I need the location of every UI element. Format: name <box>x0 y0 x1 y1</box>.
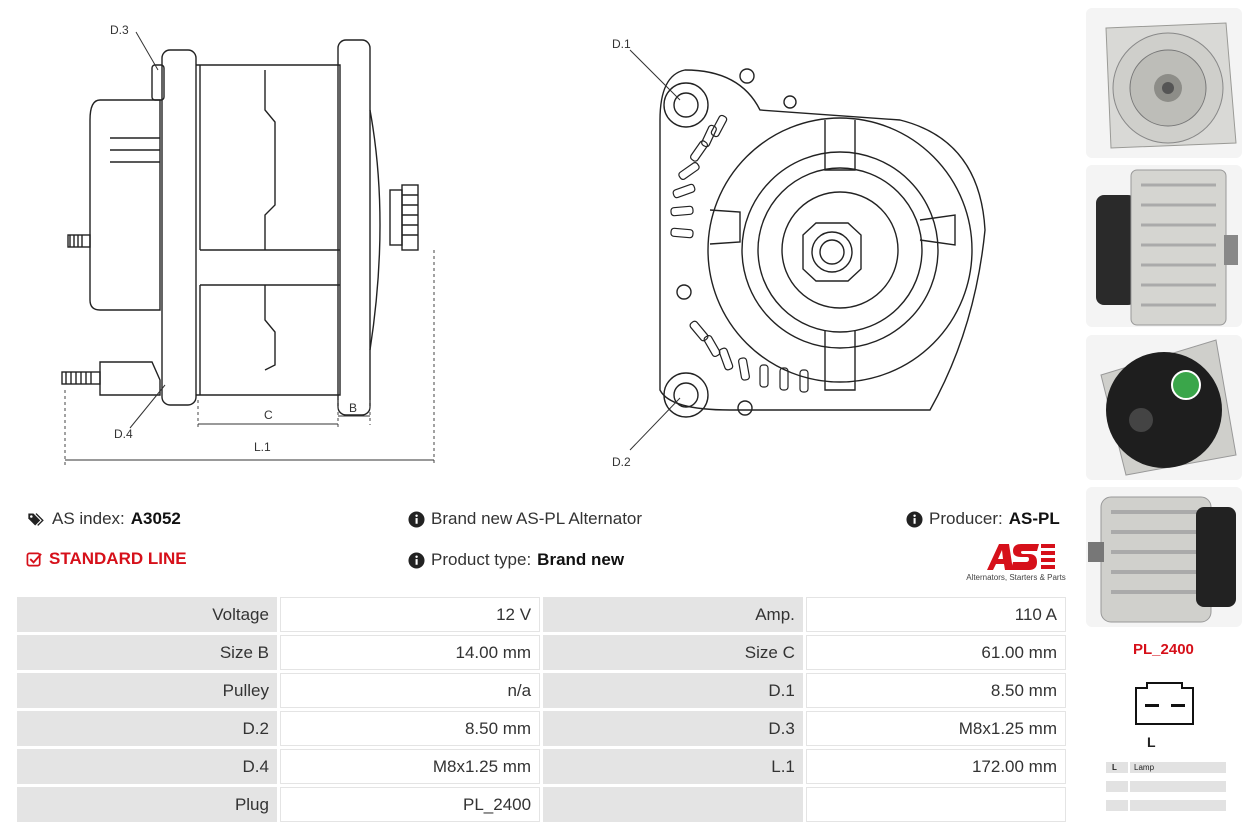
spec-value: 110 A <box>805 597 1066 632</box>
spec-value: 8.50 mm <box>279 711 541 746</box>
pin-row: L Lamp <box>1106 762 1226 773</box>
as-pl-logo <box>963 540 1069 585</box>
spec-label: D.4 <box>17 749 277 784</box>
spec-value: n/a <box>279 673 541 708</box>
standard-line-label: STANDARD LINE <box>49 549 187 568</box>
front-view-drawing: D.1 D.2 <box>600 30 1020 480</box>
as-index-label: AS index: <box>52 509 125 528</box>
spec-value <box>805 787 1066 822</box>
as-index-value: A3052 <box>130 509 181 528</box>
product-type-label: Product type: <box>431 550 532 569</box>
label-d2: D.2 <box>612 455 631 469</box>
spec-value: 61.00 mm <box>805 635 1066 670</box>
pin-table: L Lamp <box>1106 762 1226 819</box>
spec-label: D.3 <box>543 711 803 746</box>
pin-row <box>1106 800 1226 811</box>
info-circle-icon <box>408 551 425 569</box>
spec-value: 12 V <box>279 597 541 632</box>
producer-value: AS-PL <box>1008 509 1060 528</box>
spec-label: Size B <box>17 635 277 670</box>
producer-row: Producer: AS-PL <box>906 509 1060 529</box>
plug-name: PL_2400 <box>1133 641 1194 658</box>
check-square-icon <box>26 552 42 566</box>
tags-icon <box>28 512 44 526</box>
product-type-value: Brand new <box>537 550 625 569</box>
plug-pin-label: L <box>1147 734 1156 750</box>
spec-label: D.2 <box>17 711 277 746</box>
as-index-row: AS index: A3052 <box>26 509 181 529</box>
label-d3: D.3 <box>110 23 129 37</box>
spec-value: 8.50 mm <box>805 673 1066 708</box>
spec-label: L.1 <box>543 749 803 784</box>
spec-value: M8x1.25 mm <box>279 749 541 784</box>
spec-value: M8x1.25 mm <box>805 711 1066 746</box>
spec-label: D.1 <box>543 673 803 708</box>
spec-label: Voltage <box>17 597 277 632</box>
pin-row <box>1106 781 1226 792</box>
producer-label: Producer: <box>929 509 1003 528</box>
plug-connector-icon <box>1135 682 1194 725</box>
product-photo-front[interactable] <box>1086 8 1242 158</box>
logo-subtitle: Alternators, Starters & Parts <box>966 573 1066 582</box>
spec-value: PL_2400 <box>279 787 541 822</box>
description-text: Brand new AS-PL Alternator <box>431 509 643 528</box>
pin-value: Lamp <box>1134 763 1155 772</box>
spec-label: Pulley <box>17 673 277 708</box>
label-d4: D.4 <box>114 427 133 441</box>
pin-key <box>1106 781 1130 792</box>
product-type-row: Product type: Brand new <box>408 550 624 570</box>
description-row: Brand new AS-PL Alternator <box>408 509 642 529</box>
pin-key <box>1106 800 1130 811</box>
label-b: B <box>349 401 357 415</box>
spec-value: 172.00 mm <box>805 749 1066 784</box>
pin-key: L <box>1106 762 1130 773</box>
product-photo-angle[interactable] <box>1086 487 1242 627</box>
standard-line-row: STANDARD LINE <box>26 549 187 569</box>
label-c: C <box>264 408 273 422</box>
product-photo-side[interactable] <box>1086 165 1242 327</box>
spec-label: Plug <box>17 787 277 822</box>
info-circle-icon <box>906 510 923 528</box>
side-view-drawing: D.3 D.4 C B L.1 <box>40 10 460 480</box>
spec-value: 14.00 mm <box>279 635 541 670</box>
label-d1: D.1 <box>612 37 631 51</box>
label-l1: L.1 <box>254 440 271 454</box>
spec-label: Amp. <box>543 597 803 632</box>
product-photo-rear[interactable] <box>1086 335 1242 480</box>
spec-label: Size C <box>543 635 803 670</box>
info-circle-icon <box>408 510 425 528</box>
spec-label <box>543 787 803 822</box>
